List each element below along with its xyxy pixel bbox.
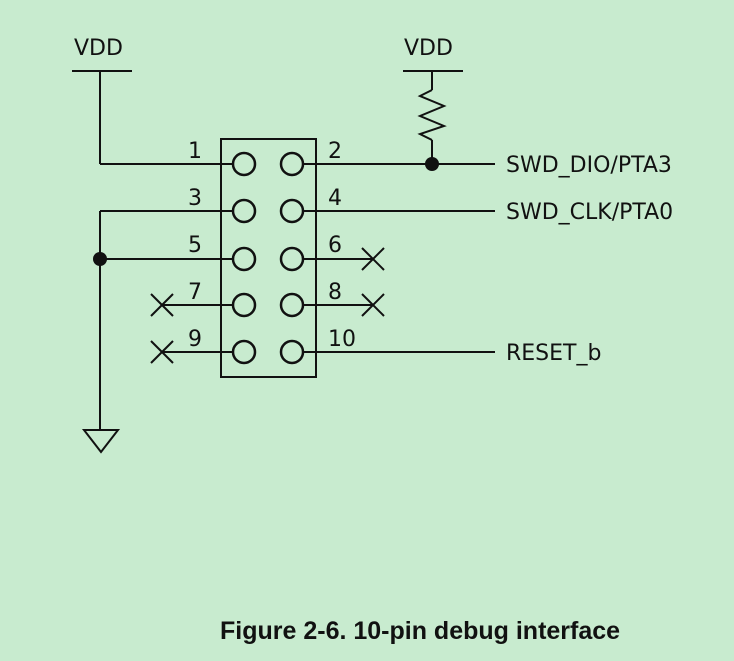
pin-5 bbox=[231, 246, 257, 272]
pin-3-label: 3 bbox=[188, 186, 202, 211]
pin-6-label: 6 bbox=[328, 233, 342, 258]
pin-9 bbox=[231, 339, 257, 365]
pin-6 bbox=[279, 246, 305, 272]
vdd-right-symbol: VDD bbox=[403, 36, 463, 90]
vdd-left-label: VDD bbox=[74, 36, 123, 61]
pin-circles bbox=[231, 151, 305, 365]
pin-10 bbox=[279, 339, 305, 365]
pin-4-label: 4 bbox=[328, 186, 342, 211]
pin-3 bbox=[231, 198, 257, 224]
pin-8-label: 8 bbox=[328, 280, 342, 305]
vdd-left-symbol: VDD bbox=[72, 36, 233, 165]
ground-symbol bbox=[81, 429, 121, 454]
pin-5-label: 5 bbox=[188, 233, 202, 258]
pin-8 bbox=[279, 292, 305, 318]
pin-7-label: 7 bbox=[188, 280, 202, 305]
no-connect-pin-9 bbox=[150, 340, 174, 364]
pin-7 bbox=[231, 292, 257, 318]
pin-10-label: 10 bbox=[328, 327, 356, 352]
pin-4 bbox=[279, 198, 305, 224]
net-label-reset: RESET_b bbox=[506, 341, 601, 366]
pin-2 bbox=[279, 151, 305, 177]
net-label-swd-clk: SWD_CLK/PTA0 bbox=[506, 200, 673, 225]
pin-1 bbox=[231, 151, 257, 177]
pin-1-label: 1 bbox=[188, 139, 202, 164]
pin-9-label: 9 bbox=[188, 327, 202, 352]
junction-dot-ground bbox=[93, 252, 107, 266]
net-label-swd-dio: SWD_DIO/PTA3 bbox=[506, 153, 672, 178]
pin-2-label: 2 bbox=[328, 139, 342, 164]
vdd-right-label: VDD bbox=[404, 36, 453, 61]
no-connect-pin-6 bbox=[361, 247, 385, 271]
figure-caption: Figure 2-6. 10-pin debug interface bbox=[220, 617, 621, 645]
no-connect-pin-8 bbox=[361, 293, 385, 317]
pullup-resistor bbox=[417, 89, 447, 141]
no-connect-pin-7 bbox=[150, 293, 174, 317]
